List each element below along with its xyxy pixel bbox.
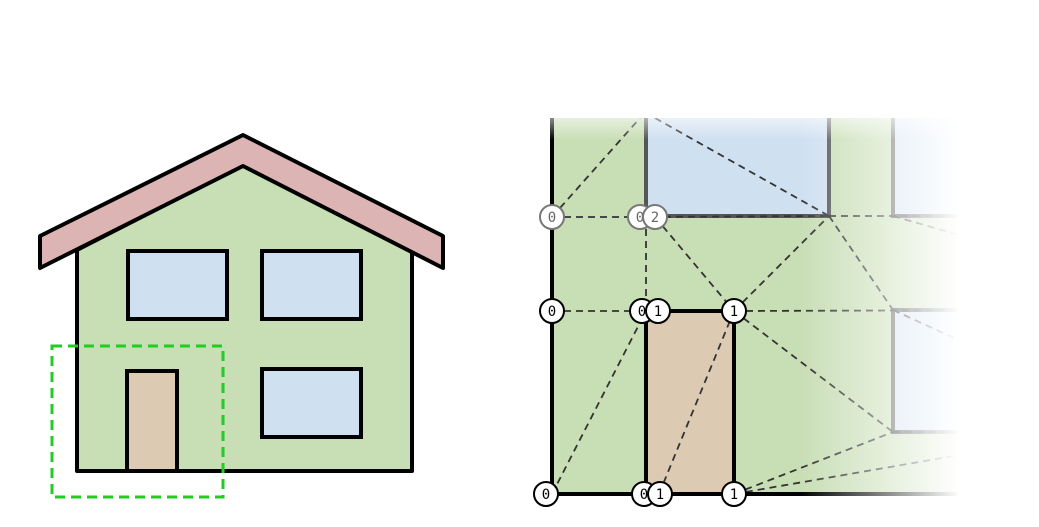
vertex-circle <box>721 481 747 507</box>
vertex-label: 0 <box>640 487 648 503</box>
vertex-marker: 1 <box>721 481 747 507</box>
vertex-label: 0 <box>542 487 550 503</box>
vertex-circle <box>642 204 668 230</box>
vertex-circle <box>647 481 673 507</box>
vertex-label: 0 <box>636 210 644 226</box>
vertex-marker: 0 <box>539 204 565 230</box>
vertex-circle <box>645 298 671 324</box>
zoomed-mesh-view <box>486 118 1039 498</box>
door <box>125 369 179 473</box>
fade-white-right <box>958 118 1039 498</box>
zoom-door <box>644 309 736 496</box>
fade-top-overlay <box>486 118 1039 140</box>
window-bottom-right <box>260 367 363 439</box>
vertex-label: 0 <box>548 210 556 226</box>
vertex-label: 1 <box>654 304 662 320</box>
vertex-label: 1 <box>730 487 738 503</box>
vertex-circle <box>539 204 565 230</box>
vertex-marker: 1 <box>721 298 747 324</box>
window-top-left <box>126 249 229 321</box>
vertex-label: 2 <box>651 210 659 226</box>
vertex-circle <box>539 298 565 324</box>
vertex-circle <box>533 481 559 507</box>
vertex-label: 1 <box>730 304 738 320</box>
vertex-marker: 1 <box>647 481 673 507</box>
vertex-circle <box>721 298 747 324</box>
vertex-label: 0 <box>638 304 646 320</box>
vertex-marker: 0 <box>539 298 565 324</box>
vertex-label: 0 <box>548 304 556 320</box>
house-illustration <box>38 133 445 499</box>
vertex-marker: 0 <box>533 481 559 507</box>
fade-right-overlay <box>800 118 960 498</box>
house-roof <box>38 133 445 270</box>
vertex-label: 1 <box>656 487 664 503</box>
vertex-marker: 2 <box>642 204 668 230</box>
vertex-marker: 1 <box>645 298 671 324</box>
selection-box <box>50 344 225 499</box>
window-top-right <box>260 249 363 321</box>
